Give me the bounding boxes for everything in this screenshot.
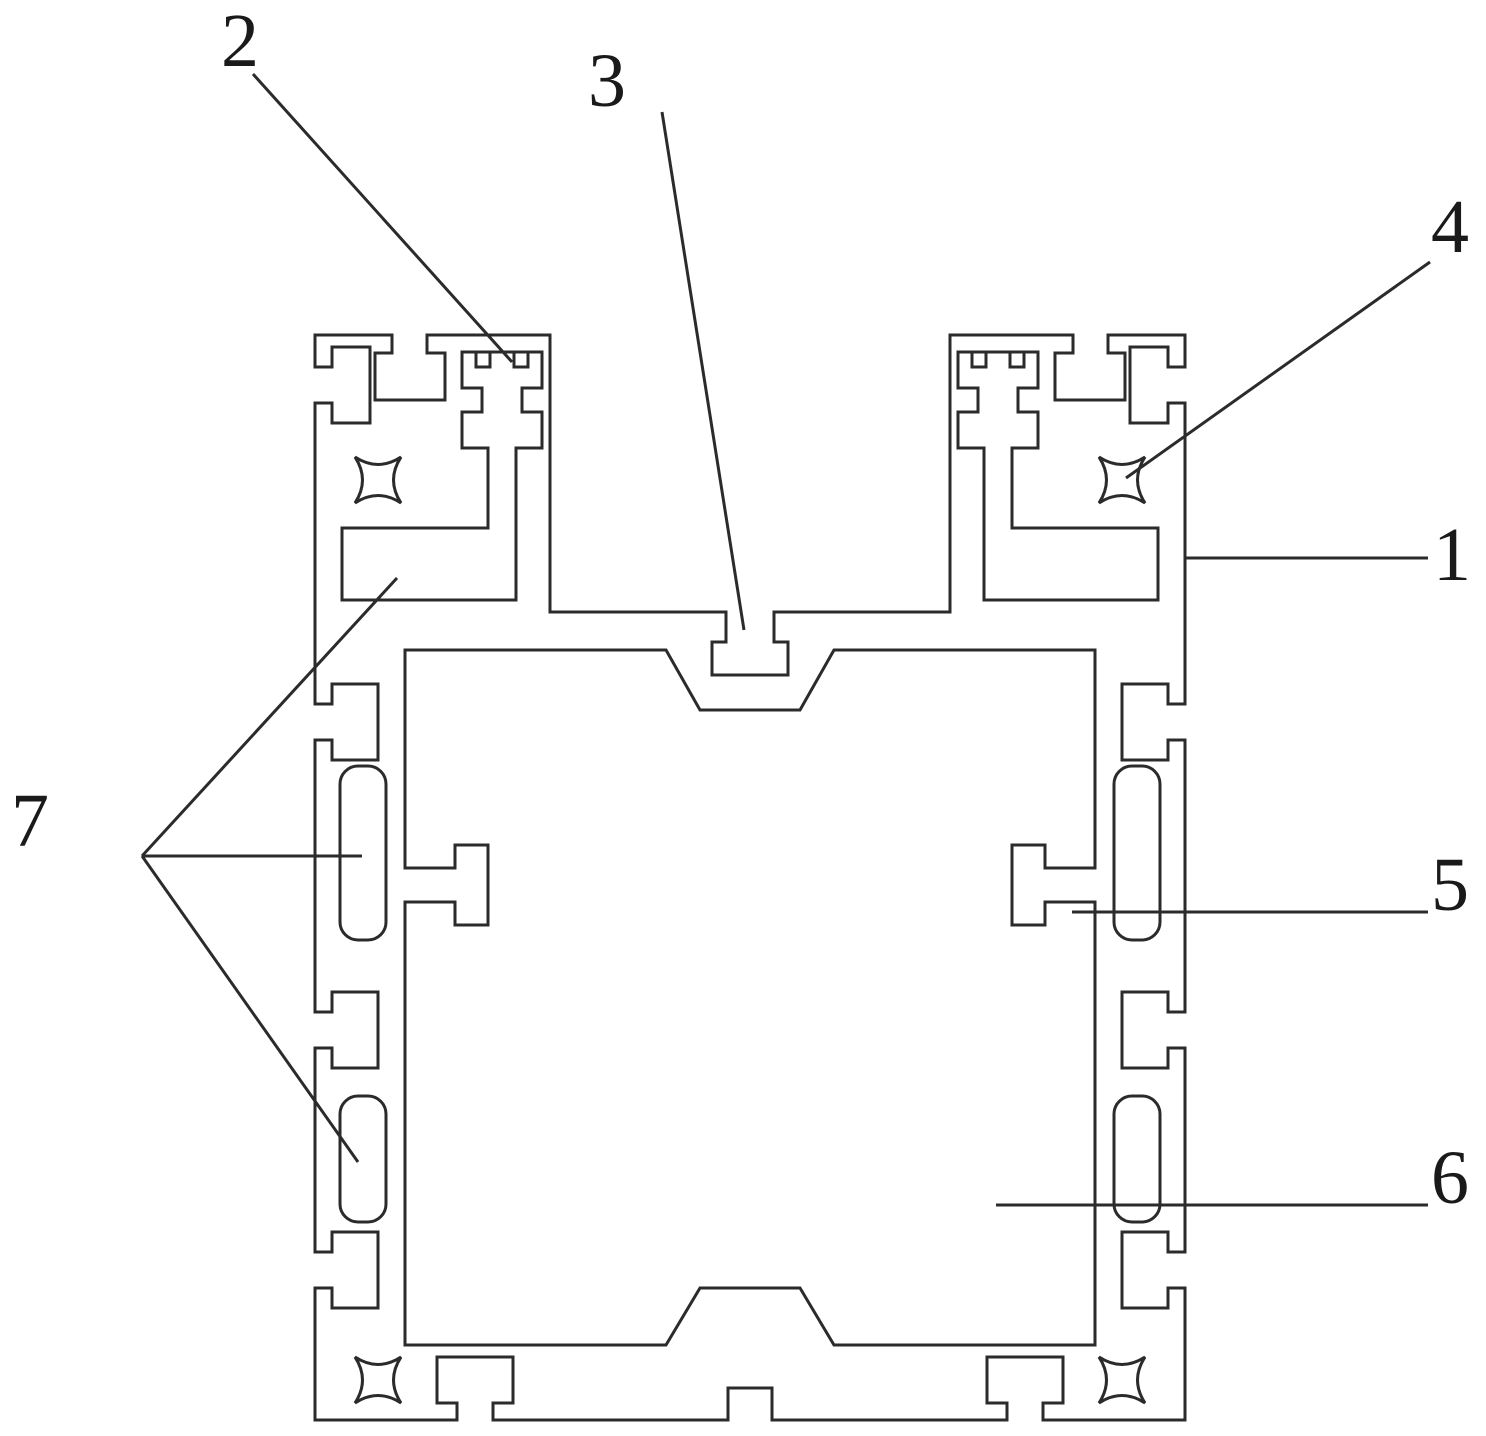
profile-left-half [313, 333, 750, 1422]
callout-label-4: 4 [1431, 185, 1469, 269]
callout-label-7: 7 [11, 779, 49, 863]
callout-label-6: 6 [1431, 1136, 1469, 1220]
corner-bore-flower-hole-top [353, 455, 403, 505]
leader-line-4 [1125, 260, 1431, 480]
wall-elongated-slot-upper [338, 764, 388, 942]
block-pocket-chamber [340, 486, 518, 602]
outer-contour-left-half [313, 333, 750, 1422]
block-cross-cavity [460, 350, 544, 486]
callout-label-1: 1 [1433, 513, 1471, 597]
callout-label-5: 5 [1431, 843, 1469, 927]
callout-label-2: 2 [221, 0, 259, 83]
leader-line-7a [140, 576, 399, 858]
cross-cavity-hook-left [474, 352, 492, 369]
leader-line-2 [251, 72, 514, 364]
callout-label-3: 3 [588, 39, 626, 123]
profile-right-half-mirrored [748, 333, 1187, 1422]
wall-elongated-slot-lower [338, 1094, 388, 1224]
corner-bore-flower-hole-bottom [353, 1355, 403, 1405]
cross-cavity-hook-right [512, 352, 530, 369]
leader-line-7c [140, 855, 360, 1163]
inner-cavity-left-half [403, 648, 750, 1347]
leader-line-3 [660, 111, 746, 631]
